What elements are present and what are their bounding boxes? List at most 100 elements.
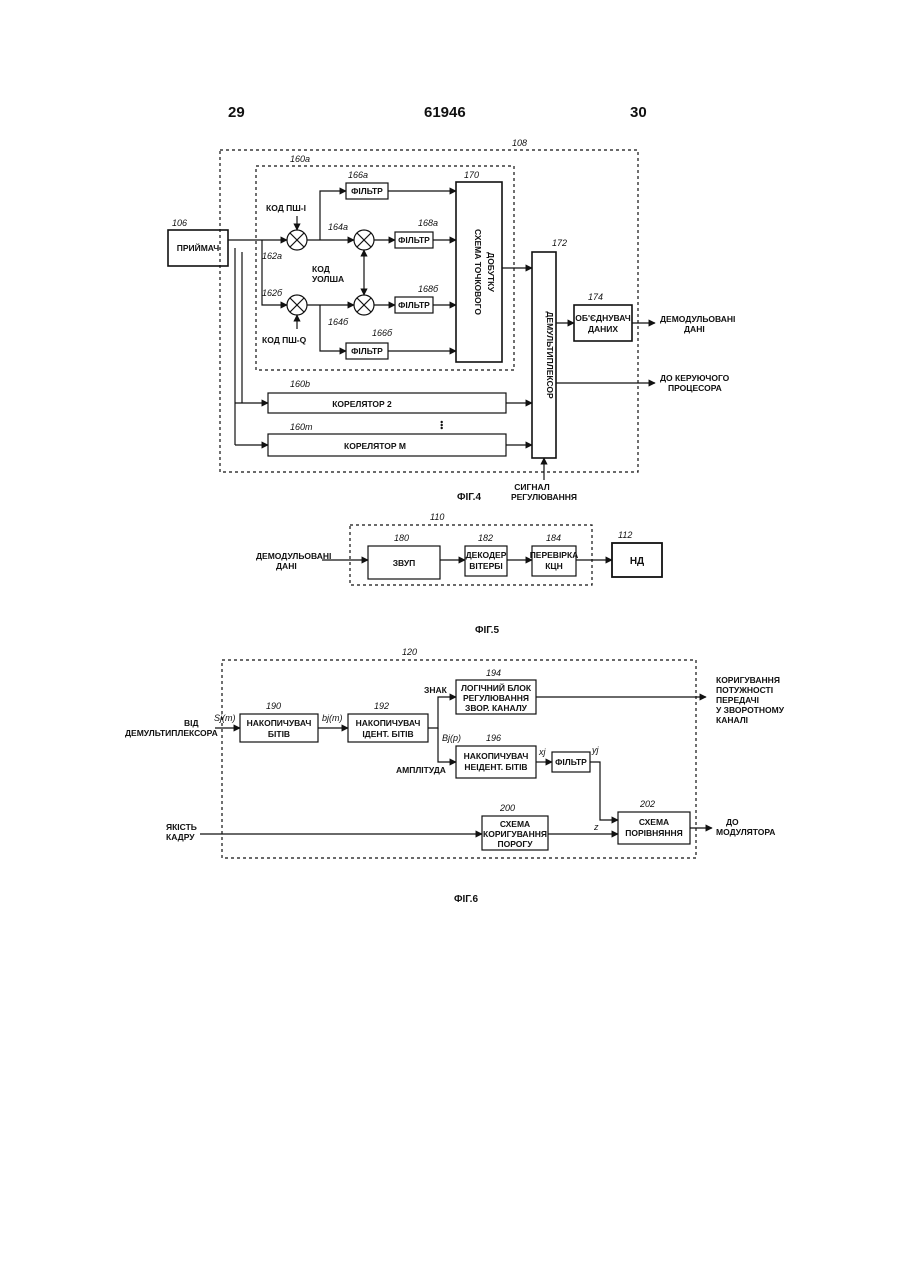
power-output-line1: КОРИГУВАННЯ <box>716 675 780 685</box>
frame-quality-line1: ЯКІСТЬ <box>166 822 197 832</box>
ref-166b: 166б <box>372 328 393 338</box>
fig6-caption: ФІГ.6 <box>454 894 479 905</box>
ref-168b: 168б <box>418 284 439 294</box>
ref-168a: 168a <box>418 218 438 228</box>
ref-164a: 164a <box>328 222 348 232</box>
identified-acc-line1: НАКОПИЧУВАЧ <box>356 718 421 728</box>
diagonal-label-line1: СХЕМА ТОЧКОВОГО <box>473 229 483 315</box>
pn-q-label: КОД ПШ-Q <box>262 335 307 345</box>
demodulator-boundary <box>220 150 638 472</box>
ref-202: 202 <box>639 799 655 809</box>
logic-line3: ЗВОР. КАНАЛУ <box>465 703 528 713</box>
power-output-line4: У ЗВОРОТНОМУ <box>716 705 785 715</box>
frame-quality-line2: КАДРУ <box>166 832 195 842</box>
fig5-input-line2: ДАНІ <box>276 561 297 571</box>
walsh-label-line2: УОЛША <box>312 274 344 284</box>
from-demux-line2: ДЕМУЛЬТИПЛЕКСОРА <box>125 728 218 738</box>
ref-164b: 164б <box>328 317 349 327</box>
signal-b: bj(m) <box>322 713 343 723</box>
figure-6-text: 120 194 190 192 196 200 202 НАКОПИЧУВАЧ … <box>125 647 785 905</box>
amplitude-label: АМПЛІТУДА <box>396 765 446 775</box>
combiner-label-line1: ОБ'ЄДНУВАЧ <box>575 313 630 323</box>
filter-168a-label: ФІЛЬТР <box>398 235 430 245</box>
signal-x: xj <box>538 747 547 757</box>
ref-194: 194 <box>486 668 501 678</box>
control-signal-line1: СИГНАЛ <box>514 482 549 492</box>
filter-168b-label: ФІЛЬТР <box>398 300 430 310</box>
ref-110: 110 <box>430 512 444 522</box>
power-output-line5: КАНАЛІ <box>716 715 748 725</box>
fig5-input-line1: ДЕМОДУЛЬОВАНІ <box>256 551 331 561</box>
logic-line1: ЛОГІЧНИЙ БЛОК <box>461 682 532 693</box>
fig5-caption: ФІГ.5 <box>475 625 500 636</box>
filter-label: ФІЛЬТР <box>555 757 587 767</box>
correlator-m-label: КОРЕЛЯТОР M <box>344 441 406 451</box>
power-output-line2: ПОТУЖНОСТІ <box>716 685 773 695</box>
threshold-line2: КОРИГУВАННЯ <box>483 829 547 839</box>
ref-196: 196 <box>486 733 501 743</box>
unidentified-acc-line2: НЕІДЕНТ. БІТІВ <box>464 762 527 772</box>
combiner-block <box>574 305 632 341</box>
ref-180: 180 <box>394 533 409 543</box>
ref-166a: 166a <box>348 170 368 180</box>
ref-160m: 160m <box>290 422 313 432</box>
correlator-2-label: КОРЕЛЯТОР 2 <box>332 399 392 409</box>
bit-accumulator-line1: НАКОПИЧУВАЧ <box>247 718 312 728</box>
ref-182: 182 <box>478 533 493 543</box>
output-ctrl-line1: ДО КЕРУЮЧОГО <box>660 373 730 383</box>
logic-line2: РЕГУЛЮВАННЯ <box>463 693 529 703</box>
ref-184: 184 <box>546 533 561 543</box>
ref-108: 108 <box>512 138 527 148</box>
crc-label-line2: КЦН <box>545 561 563 571</box>
ref-112: 112 <box>618 530 632 540</box>
diagonal-label-line2: ДОБУТКУ <box>486 252 496 292</box>
comparator-line1: СХЕМА <box>639 817 669 827</box>
output-ctrl-line2: ПРОЦЕСОРА <box>668 383 722 393</box>
filter-166b-label: ФІЛЬТР <box>351 346 383 356</box>
ref-172: 172 <box>552 238 567 248</box>
figure-5-text: 110 180 182 184 112 ДЕМОДУЛЬОВАНІ ДАНІ З… <box>256 512 644 636</box>
ref-162b: 162б <box>262 288 283 298</box>
ref-120: 120 <box>402 647 417 657</box>
ref-190: 190 <box>266 701 281 711</box>
correlator-dots: ••• <box>437 421 447 430</box>
ref-174: 174 <box>588 292 603 302</box>
pn-i-label: КОД ПШ-І <box>266 203 306 213</box>
output-demod-line1: ДЕМОДУЛЬОВАНІ <box>660 314 735 324</box>
ref-160a: 160a <box>290 154 310 164</box>
modulator-output-line1: ДО <box>726 817 739 827</box>
sign-label: ЗНАК <box>424 685 448 695</box>
ref-200: 200 <box>499 803 515 813</box>
unidentified-acc-line1: НАКОПИЧУВАЧ <box>464 751 529 761</box>
ref-106: 106 <box>172 218 187 228</box>
comparator-line2: ПОРІВНЯННЯ <box>625 828 683 838</box>
combiner-label-line2: ДАНИХ <box>588 324 618 334</box>
fig4-caption: ФІГ.4 <box>457 492 482 503</box>
power-output-line3: ПЕРЕДАЧІ <box>716 695 759 705</box>
viterbi-label-line1: ДЕКОДЕР <box>466 550 507 560</box>
identified-acc-line2: ІДЕНТ. БІТІВ <box>362 729 413 739</box>
ref-160b: 160b <box>290 379 310 389</box>
threshold-line1: СХЕМА <box>500 819 530 829</box>
signal-s: Sj(m) <box>214 713 236 723</box>
viterbi-label-line2: ВІТЕРБІ <box>469 561 503 571</box>
output-demod-line2: ДАНІ <box>684 324 705 334</box>
ref-162a: 162a <box>262 251 282 261</box>
from-demux-line1: ВІД <box>184 718 199 728</box>
receiver-label: ПРИЙМАЧ <box>177 242 220 253</box>
deinterleaver-label: ЗВУП <box>393 558 416 568</box>
signal-y: yj <box>591 745 600 755</box>
control-signal-line2: РЕГУЛЮВАННЯ <box>511 492 577 502</box>
filter-166a-label: ФІЛЬТР <box>351 186 383 196</box>
walsh-label-line1: КОД <box>312 264 330 274</box>
threshold-line3: ПОРОГУ <box>498 839 534 849</box>
ref-192: 192 <box>374 701 389 711</box>
bit-accumulator-line2: БІТІВ <box>268 729 290 739</box>
ref-170: 170 <box>464 170 479 180</box>
ip-label: НД <box>630 556 644 567</box>
signal-B: Bj(p) <box>442 733 461 743</box>
modulator-output-line2: МОДУЛЯТОРА <box>716 827 775 837</box>
demux-label: ДЕМУЛЬТИПЛЕКСОР <box>545 311 555 399</box>
signal-z: z <box>593 822 599 832</box>
